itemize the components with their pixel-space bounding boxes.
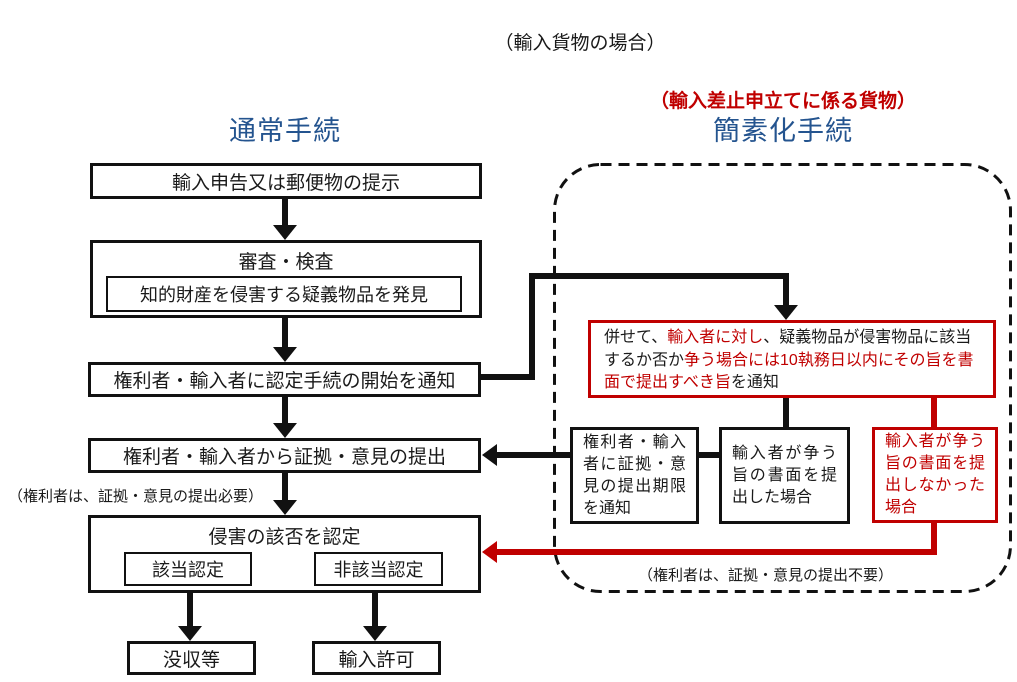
box-infringing-decision: 該当認定 — [124, 552, 252, 586]
simplified-annotation: （輸入差止申立てに係る貨物） — [649, 91, 916, 112]
notice-seg-5: を通知 — [730, 374, 779, 391]
arrowhead-down-icon — [363, 626, 387, 641]
box-infringement-determination: 侵害の該否を認定 該当認定 非該当認定 — [88, 515, 481, 593]
note-evidence-not-required: （権利者は、証拠・意見の提出不要） — [638, 567, 894, 584]
red-connector-notice-to-nocontest — [931, 397, 937, 428]
connector-notify-to-notice-v2 — [783, 273, 789, 307]
normal-procedure-header: 通常手続 — [229, 116, 341, 146]
arrowhead-left-icon — [482, 444, 497, 466]
notice-seg-2: 輸入者に対し — [667, 329, 764, 346]
notice-seg-1: 併せて、 — [604, 329, 668, 346]
arrowhead-down-icon — [273, 423, 297, 438]
arrowhead-down-icon — [178, 626, 202, 641]
connector-notice-to-contest — [783, 397, 789, 428]
box-deadline-notice: 権利者・輸入者に証拠・意見の提出期限を通知 — [570, 427, 699, 524]
box-examination-title: 審査・検査 — [238, 252, 334, 273]
red-connector-nocontest-down — [931, 522, 937, 555]
box-import-permit-label: 輸入許可 — [338, 649, 415, 671]
arrowhead-down-icon — [273, 347, 297, 362]
box-evidence-submission-label: 権利者・輸入者から証拠・意見の提出 — [122, 447, 446, 468]
connector-infringing-to-confiscation — [187, 593, 193, 626]
box-suspect-goods-found-label: 知的財産を侵害する疑義物品を発見 — [140, 285, 428, 305]
box-import-declaration-label: 輸入申告又は郵便物の提示 — [171, 172, 400, 194]
box-suspect-goods-found: 知的財産を侵害する疑義物品を発見 — [106, 276, 462, 312]
connector-notify-to-submission — [282, 397, 288, 423]
red-connector-to-determination — [497, 549, 937, 555]
box-contest-submitted: 輸入者が争う旨の書面を提出した場合 — [719, 427, 850, 524]
connector-notify-to-notice-h2 — [529, 273, 789, 279]
connector-declaration-to-examination — [282, 198, 288, 225]
box-import-permit: 輸入許可 — [312, 641, 441, 675]
connector-notify-to-notice-h1 — [479, 374, 535, 380]
box-confiscation-label: 没収等 — [162, 649, 220, 671]
arrowhead-down-icon — [273, 500, 297, 515]
box-not-infringing-decision-label: 非該当認定 — [333, 560, 424, 580]
connector-contest-to-deadline — [698, 452, 720, 458]
notice-seg-4: 争う場合には10執務日以内にその旨を書面で提出すべき旨 — [604, 351, 974, 392]
connector-examination-to-notify — [282, 318, 288, 347]
box-contest-submitted-label: 輸入者が争う旨の書面を提出した場合 — [732, 444, 837, 506]
box-infringing-decision-label: 該当認定 — [152, 560, 224, 580]
box-infringement-determination-title: 侵害の該否を認定 — [208, 527, 361, 548]
connector-deadline-to-submission — [497, 452, 571, 458]
box-import-declaration: 輸入申告又は郵便物の提示 — [90, 163, 482, 199]
box-contest-not-submitted-label: 輸入者が争う旨の書面を提出しなかった場合 — [885, 433, 985, 516]
connector-submission-to-determination — [282, 473, 288, 500]
box-confiscation: 没収等 — [127, 641, 256, 675]
arrowhead-down-icon — [273, 225, 297, 240]
simplified-procedure-header: 簡素化手続 — [713, 116, 853, 146]
simplified-region-dashed-border — [553, 163, 1012, 593]
red-arrowhead-left-icon — [482, 541, 497, 563]
notice-seg-3: 、疑義物品が侵害物品に該当するか否か — [604, 329, 972, 369]
box-not-infringing-decision: 非該当認定 — [314, 552, 443, 586]
box-examination: 審査・検査 知的財産を侵害する疑義物品を発見 — [90, 240, 482, 318]
note-evidence-required: （権利者は、証拠・意見の提出必要） — [8, 488, 264, 505]
box-deadline-notice-label: 権利者・輸入者に証拠・意見の提出期限を通知 — [583, 433, 686, 517]
page-title: （輸入貨物の場合） — [494, 33, 666, 54]
box-notify-procedure-start-label: 権利者・輸入者に認定手続の開始を通知 — [113, 371, 456, 392]
box-contest-not-submitted: 輸入者が争う旨の書面を提出しなかった場合 — [872, 427, 998, 523]
connector-notify-to-notice-v1 — [529, 273, 535, 380]
box-evidence-submission: 権利者・輸入者から証拠・意見の提出 — [88, 438, 481, 473]
box-notice-to-importer: 併せて、輸入者に対し、疑義物品が侵害物品に該当するか否か争う場合には10執務日以… — [588, 320, 996, 398]
box-notify-procedure-start: 権利者・輸入者に認定手続の開始を通知 — [88, 362, 481, 397]
arrowhead-down-icon — [774, 305, 798, 320]
connector-notinfringing-to-permit — [372, 593, 378, 626]
